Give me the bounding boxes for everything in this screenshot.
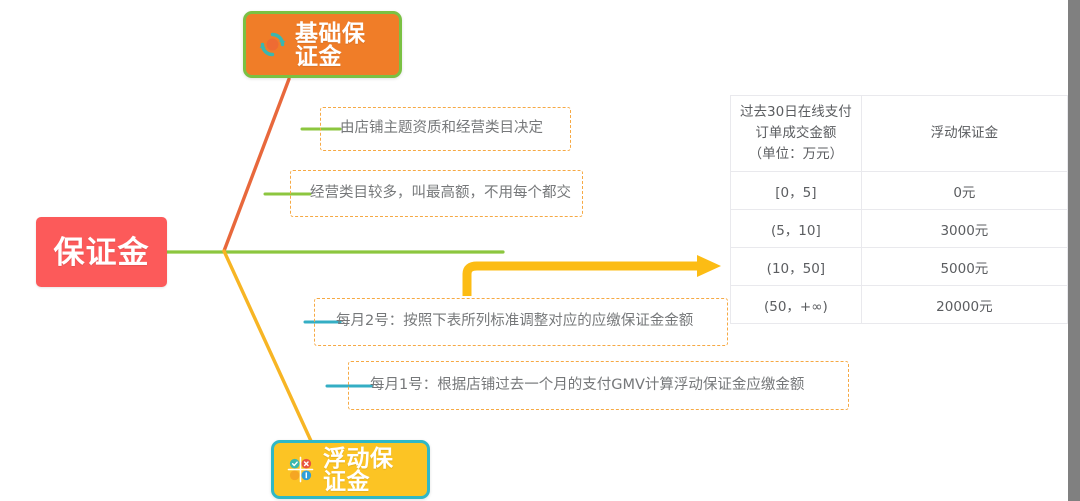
callout-box-2[interactable]: 经营类目较多，叫最高额，不用每个都交 bbox=[290, 170, 583, 217]
table-row: (5，10] 3000元 bbox=[730, 209, 1069, 248]
table-row: (50，+∞) 20000元 bbox=[730, 285, 1069, 324]
topic-node-floating-label: 浮动保证金 bbox=[323, 444, 394, 494]
root-node[interactable]: 保证金 bbox=[36, 217, 167, 287]
table-cell-fee: 0元 bbox=[860, 171, 1069, 210]
refresh-circle-icon bbox=[259, 32, 286, 57]
table-header-gmv-line2: 订单成交金额 bbox=[755, 125, 837, 142]
table-row: (10，50] 5000元 bbox=[730, 247, 1069, 286]
table-header-gmv-line1: 过去30日在线支付 bbox=[740, 104, 852, 121]
table-header-row: 过去30日在线支付 订单成交金额 （单位：万元） 浮动保证金 bbox=[730, 95, 1069, 172]
callout-4-text: 每月1号：根据店铺过去一个月的支付GMV计算浮动保证金应缴金额 bbox=[370, 376, 805, 393]
table-cell-range: (10，50] bbox=[730, 247, 862, 286]
callout-3-text: 每月2号：按照下表所列标准调整对应的应缴保证金金额 bbox=[336, 313, 694, 330]
table-header-gmv: 过去30日在线支付 订单成交金额 （单位：万元） bbox=[730, 95, 862, 172]
root-node-label: 保证金 bbox=[53, 234, 150, 270]
elbow-arrow-head bbox=[697, 255, 721, 277]
table-header-deposit: 浮动保证金 bbox=[860, 95, 1069, 172]
table-cell-range: (5，10] bbox=[730, 209, 862, 248]
table-header-gmv-line3: （单位：万元） bbox=[748, 145, 844, 162]
elbow-arrow-to-table bbox=[462, 261, 700, 296]
table-cell-fee: 5000元 bbox=[860, 247, 1069, 286]
table-cell-fee: 20000元 bbox=[860, 285, 1069, 324]
table-cell-fee: 3000元 bbox=[860, 209, 1069, 248]
callout-2-text: 经营类目较多，叫最高额，不用每个都交 bbox=[310, 184, 571, 201]
table-cell-range: (50，+∞) bbox=[730, 285, 862, 324]
right-edge-bar bbox=[1068, 0, 1080, 501]
callout-box-4[interactable]: 每月1号：根据店铺过去一个月的支付GMV计算浮动保证金应缴金额 bbox=[348, 361, 849, 410]
floating-deposit-rate-table: 过去30日在线支付 订单成交金额 （单位：万元） 浮动保证金 [0，5] 0元 … bbox=[730, 95, 1069, 324]
topic-node-floating-deposit[interactable]: 浮动保证金 bbox=[271, 440, 430, 499]
branch-line-basic bbox=[222, 77, 291, 253]
grid-four-dots-icon bbox=[287, 456, 314, 483]
topic-node-basic-label: 基础保证金 bbox=[295, 19, 366, 69]
topic-node-basic-deposit[interactable]: 基础保证金 bbox=[243, 11, 402, 78]
branch-line-float bbox=[222, 249, 313, 443]
callout-box-1[interactable]: 由店铺主题资质和经营类目决定 bbox=[320, 107, 571, 151]
callout-box-3[interactable]: 每月2号：按照下表所列标准调整对应的应缴保证金金额 bbox=[314, 298, 728, 346]
table-cell-range: [0，5] bbox=[730, 171, 862, 210]
table-row: [0，5] 0元 bbox=[730, 171, 1069, 210]
callout-1-text: 由店铺主题资质和经营类目决定 bbox=[340, 120, 543, 137]
